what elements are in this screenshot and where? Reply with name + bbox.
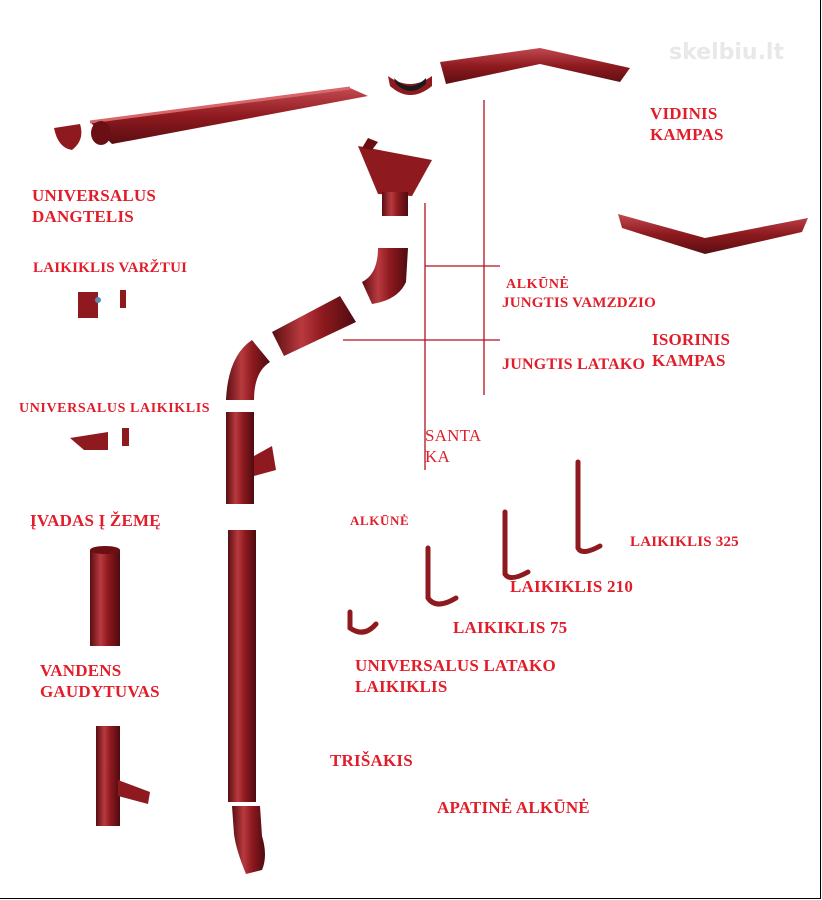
label-universalus-latako-laikiklis: UNIVERSALUS LATAKO LAIKIKLIS (355, 656, 556, 696)
hook-75 (425, 545, 459, 607)
branch-tee (226, 412, 276, 504)
watermark: skelbiu.lt (669, 40, 784, 65)
elbow-top (362, 248, 408, 304)
label-laikiklis-varztui: LAIKIKLIS VARŽTUI (33, 260, 188, 276)
end-cap (54, 124, 82, 150)
gutter-connector (388, 76, 432, 95)
label-laikiklis-210: LAIKIKLIS 210 (510, 577, 634, 596)
label-jungtis-latako: JUNGTIS LATAKO (502, 356, 646, 373)
label-isorinis-kampas: ISORINIS KAMPAS (652, 330, 731, 370)
label-apatine-alkune: APATINĖ ALKŪNĖ (437, 798, 590, 817)
outlet-funnel (358, 138, 432, 216)
label-trisakis: TRIŠAKIS (330, 751, 413, 770)
universal-holder (70, 428, 129, 450)
label-laikiklis-325: LAIKIKLIS 325 (630, 534, 739, 550)
universal-gutter-hook (347, 609, 379, 635)
label-laikiklis-75: LAIKIKLIS 75 (453, 618, 568, 637)
hook-210 (502, 509, 531, 580)
label-vandens-gaudytuvas: VANDENS GAUDYTUVAS (40, 661, 160, 701)
label-universalus-dangtelis: UNIVERSALUS DANGTELIS (32, 186, 157, 226)
label-santaka: SANTA KA (425, 426, 482, 466)
label-jungtis-vamzdzio: JUNGTIS VAMZDZIO (502, 295, 656, 311)
label-alkune-top: ALKŪNĖ (506, 277, 570, 292)
gutter-long (89, 86, 368, 145)
label-vidinis-kampas: VIDINIS KAMPAS (650, 104, 724, 144)
inner-corner-gutter (440, 48, 630, 84)
ground-inlet (90, 546, 120, 646)
bottom-elbow (232, 806, 265, 874)
pipe-joint-diagonal (272, 296, 356, 356)
label-ivadas-i-zeme: ĮVADAS Į ŽEMĘ (30, 511, 161, 530)
label-alkune-mid: ALKŪNĖ (350, 513, 410, 528)
elbow-left (226, 340, 270, 400)
label-universalus-laikiklis: UNIVERSALUS LAIKIKLIS (19, 401, 211, 416)
screw-holder (78, 290, 126, 318)
downpipe (228, 530, 256, 802)
guide-lines (343, 100, 500, 470)
water-collector (96, 726, 150, 826)
hook-325 (575, 459, 603, 554)
outer-corner-gutter (618, 214, 808, 254)
